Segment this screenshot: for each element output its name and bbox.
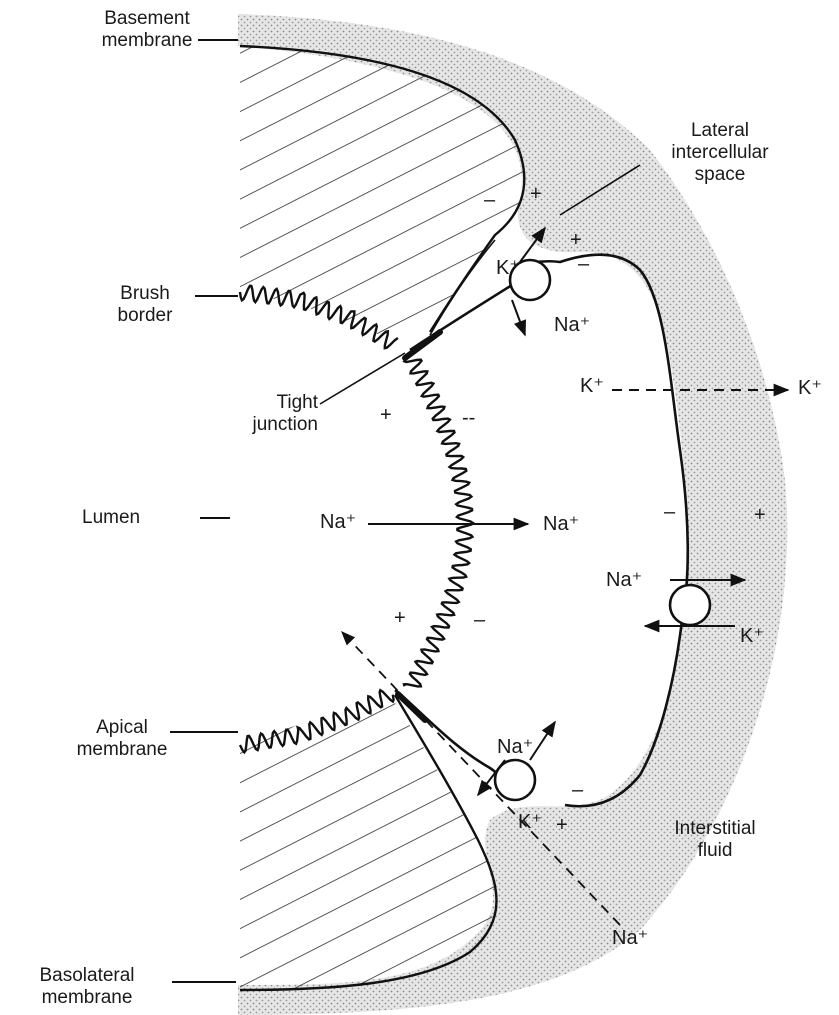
charge-plus-upper-pump: + [570,230,582,250]
ion-k-middle-pump: K⁺ [740,626,764,646]
label-basement-membrane: Basement membrane [82,8,212,52]
ion-na-paracellular: Na⁺ [612,928,648,948]
charge-minus-upper-pump: – [578,254,589,274]
label-lateral-line1: Lateral [640,120,800,142]
ion-na-lumen-end: Na⁺ [543,514,579,534]
pump-middle [670,585,710,625]
charge-plus-lumen-upper: + [380,405,392,425]
label-tight-line2: junction [218,414,318,436]
ion-k-upper-pump: K⁺ [496,258,520,278]
ion-na-middle-pump: Na⁺ [606,570,642,590]
label-basolateral-line2: membrane [12,987,162,1009]
charge-minus-cell-upper: -- [462,408,475,428]
ion-na-lumen-start: Na⁺ [320,512,356,532]
label-apical-membrane: Apical membrane [72,717,172,761]
label-lateral-line2: intercellular [640,142,800,164]
label-basement-line2: membrane [82,30,212,52]
label-lumen: Lumen [82,507,140,529]
label-apical-line2: membrane [72,739,172,761]
label-brush-line2: border [100,305,190,327]
ion-k-lower-pump: K⁺ [518,812,542,832]
ion-na-lower-pump: Na⁺ [497,737,533,757]
label-basement-line1: Basement [82,8,212,30]
label-brush-border: Brush border [100,283,190,327]
label-lateral-line3: space [640,164,800,186]
label-basolateral-line1: Basolateral [12,965,162,987]
charge-minus-cell-lower: – [474,610,485,630]
charge-minus-cell-basolateral: – [664,502,675,522]
ion-k-leak-start: K⁺ [580,376,604,396]
label-tight-line1: Tight [218,392,318,414]
label-basolateral-membrane: Basolateral membrane [12,965,162,1009]
charge-minus-lower-pump: – [572,780,583,800]
charge-plus-interstitial: + [754,505,766,525]
label-tight-junction: Tight junction [218,392,318,436]
ion-na-upper-pump: Na⁺ [554,315,590,335]
charge-plus-lumen-lower: + [394,608,406,628]
label-brush-line1: Brush [100,283,190,305]
label-lateral-intercellular-space: Lateral intercellular space [640,120,800,186]
charge-plus-lower-pump: + [556,815,568,835]
charge-plus-upper-space: + [530,184,542,204]
label-apical-line1: Apical [72,717,172,739]
label-interstitial-fluid: Interstitial fluid [650,818,780,862]
label-interstitial-line1: Interstitial [650,818,780,840]
ion-k-leak-end: K⁺ [798,378,822,398]
charge-minus-upper-cell: – [484,190,495,210]
label-interstitial-line2: fluid [650,840,780,862]
